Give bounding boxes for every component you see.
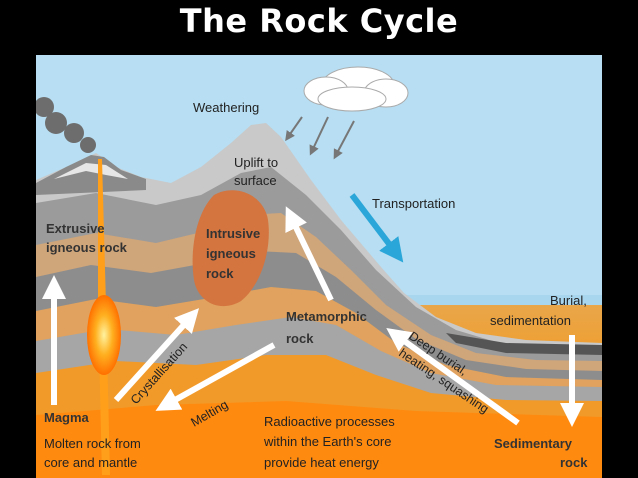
label-intrusive: Intrusive: [206, 226, 260, 241]
magma-chamber: [87, 295, 121, 375]
melting-arrow: [155, 342, 276, 411]
volcano-smoke: [36, 97, 96, 153]
rock-cycle-diagram: Weathering Uplift to surface Transportat…: [36, 55, 602, 478]
label-extrusive-2: igneous rock: [46, 240, 128, 255]
label-uplift-2: surface: [234, 173, 277, 188]
label-magma: Magma: [44, 410, 90, 425]
label-radioactive-3: provide heat energy: [264, 455, 379, 470]
label-intrusive-3: rock: [206, 266, 234, 281]
label-sedimentary: Sedimentary: [494, 436, 573, 451]
transportation-arrow: [349, 193, 404, 263]
label-molten: Molten rock from: [44, 436, 141, 451]
stratum-core: [36, 401, 602, 478]
process-arrows: [42, 206, 584, 427]
label-burial: Burial,: [550, 293, 587, 308]
label-sedimentary-2: rock: [560, 455, 588, 470]
deep-burial-arrow: [386, 327, 520, 426]
label-extrusive: Extrusive: [46, 221, 105, 236]
volcano-ash-layer: [54, 163, 128, 179]
label-molten-2: core and mantle: [44, 455, 137, 470]
crystallisation-arrow: [113, 308, 200, 403]
label-uplift: Uplift to: [234, 155, 278, 170]
label-metamorphic: Metamorphic: [286, 309, 367, 324]
label-burial-2: sedimentation: [490, 313, 571, 328]
label-transportation: Transportation: [372, 196, 455, 211]
weathering-rain-arrows: [285, 116, 355, 160]
volcano: [36, 155, 146, 195]
page-title: The Rock Cycle: [179, 2, 459, 40]
label-metamorphic-2: rock: [286, 331, 314, 346]
label-intrusive-2: igneous: [206, 246, 256, 261]
label-radioactive: Radioactive processes: [264, 414, 395, 429]
label-weathering: Weathering: [193, 100, 259, 115]
uplift-arrow: [285, 206, 334, 302]
cloud-icon: [303, 66, 409, 112]
intrusive-igneous-body: [192, 190, 269, 307]
sea-floor-sediment: [446, 333, 602, 355]
label-radioactive-2: within the Earth's core: [263, 434, 392, 449]
